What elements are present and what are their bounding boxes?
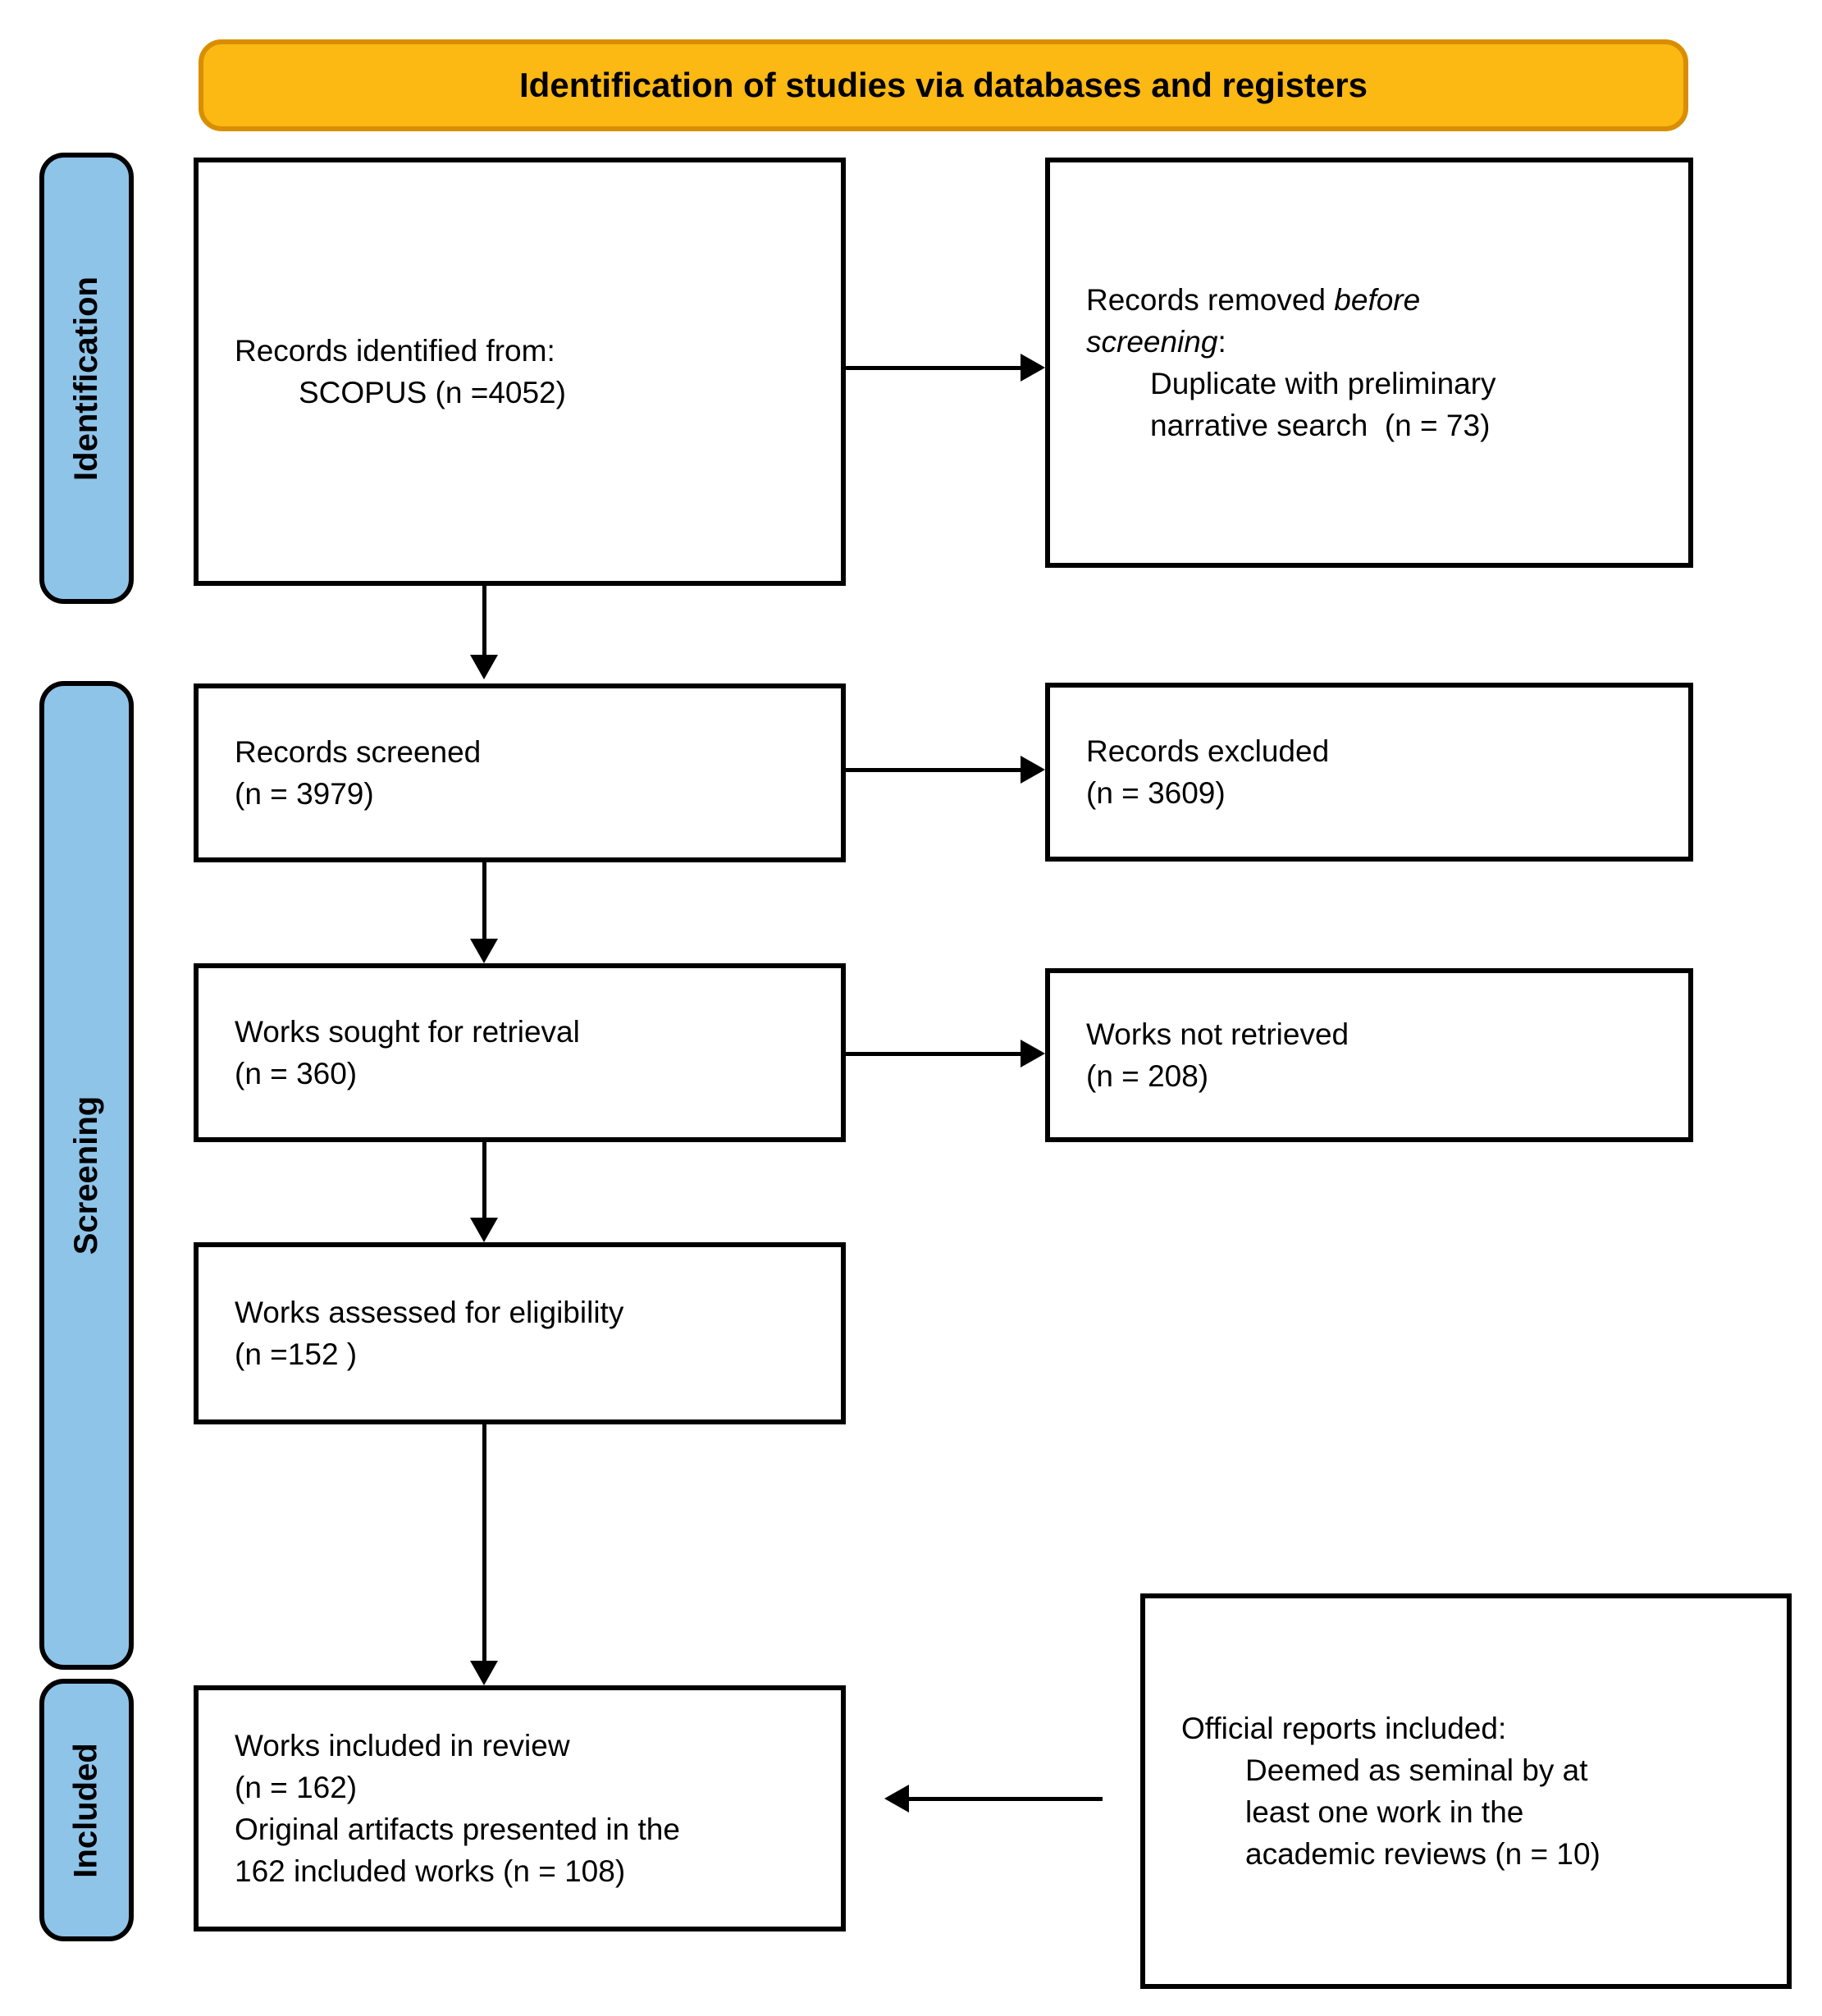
box-works-not-retrieved: Works not retrieved (n = 208) bbox=[1045, 968, 1693, 1142]
box-records-excluded: Records excluded (n = 3609) bbox=[1045, 683, 1693, 862]
banner-label: Identification of studies via databases … bbox=[519, 66, 1368, 104]
works-included-text: Works included in review (n = 162) Origi… bbox=[235, 1728, 680, 1889]
records-identified-line2: SCOPUS (n =4052) bbox=[299, 376, 566, 409]
box-official-reports-included: Official reports included: Deemed as sem… bbox=[1140, 1593, 1792, 1989]
works-sought-text: Works sought for retrieval (n = 360) bbox=[235, 1014, 580, 1090]
arrow-identified-to-screened-head-icon bbox=[470, 655, 498, 679]
arrow-identified-to-screened-shaft bbox=[482, 586, 486, 656]
banner-identification-of-studies: Identification of studies via databases … bbox=[199, 39, 1688, 131]
records-removed-line1-italic: before screening bbox=[1086, 282, 1421, 359]
stage-label-identification-text: Identification bbox=[68, 276, 105, 481]
records-removed-line1: Records removed before screening: bbox=[1086, 279, 1665, 363]
records-removed-line2: Duplicate with preliminary narrative sea… bbox=[1150, 367, 1496, 443]
arrow-identified-to-removed-shaft bbox=[846, 366, 1024, 370]
records-identified-line1: Records identified from: bbox=[235, 333, 555, 368]
stage-label-included: Included bbox=[39, 1679, 134, 1941]
arrow-sought-to-not-retrieved-head-icon bbox=[1021, 1040, 1045, 1067]
box-works-included-in-review: Works included in review (n = 162) Origi… bbox=[194, 1685, 846, 1931]
box-records-removed-before-screening: Records removed before screening: Duplic… bbox=[1045, 158, 1693, 568]
stage-label-included-text: Included bbox=[68, 1742, 105, 1878]
records-removed-line1-colon: : bbox=[1217, 324, 1226, 359]
records-removed-line1-normal: Records removed bbox=[1086, 282, 1335, 317]
records-screened-text: Records screened (n = 3979) bbox=[235, 734, 482, 811]
arrow-screened-to-excluded-shaft bbox=[846, 768, 1024, 772]
box-records-screened: Records screened (n = 3979) bbox=[194, 683, 846, 862]
stage-label-identification: Identification bbox=[39, 153, 134, 604]
arrow-identified-to-removed-head-icon bbox=[1021, 354, 1045, 382]
stage-label-screening: Screening bbox=[39, 681, 134, 1670]
arrow-sought-to-assessed-head-icon bbox=[470, 1218, 498, 1242]
works-not-retrieved-text: Works not retrieved (n = 208) bbox=[1086, 1017, 1349, 1093]
arrow-screened-to-sought-head-icon bbox=[470, 939, 498, 963]
arrow-assessed-to-included-head-icon bbox=[470, 1661, 498, 1685]
arrow-assessed-to-included-shaft bbox=[482, 1424, 486, 1664]
box-works-sought-for-retrieval: Works sought for retrieval (n = 360) bbox=[194, 963, 846, 1142]
arrow-sought-to-not-retrieved-shaft bbox=[846, 1052, 1024, 1056]
arrow-official-reports-to-included-head-icon bbox=[884, 1785, 909, 1813]
box-records-identified: Records identified from: SCOPUS (n =4052… bbox=[194, 158, 846, 586]
official-reports-line2: Deemed as seminal by at least one work i… bbox=[1245, 1753, 1601, 1872]
arrow-screened-to-sought-shaft bbox=[482, 862, 486, 942]
arrow-sought-to-assessed-shaft bbox=[482, 1142, 486, 1221]
box-works-assessed-for-eligibility: Works assessed for eligibility (n =152 ) bbox=[194, 1242, 846, 1424]
official-reports-line1: Official reports included: bbox=[1181, 1711, 1507, 1745]
arrow-screened-to-excluded-head-icon bbox=[1021, 756, 1045, 784]
records-excluded-text: Records excluded (n = 3609) bbox=[1086, 734, 1330, 810]
arrow-official-reports-to-included-shaft bbox=[907, 1797, 1103, 1801]
works-assessed-text: Works assessed for eligibility (n =152 ) bbox=[235, 1295, 624, 1371]
stage-label-screening-text: Screening bbox=[68, 1095, 104, 1255]
